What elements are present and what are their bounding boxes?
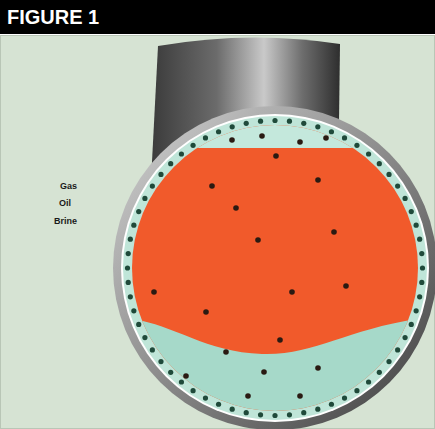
particle-dot xyxy=(354,143,359,148)
particle-dot xyxy=(230,124,235,129)
particle-dot xyxy=(245,393,251,399)
particle-dot xyxy=(366,151,371,156)
particle-dot xyxy=(131,308,136,313)
particle-dot xyxy=(259,133,265,139)
particle-dot xyxy=(151,289,157,295)
particle-dot xyxy=(315,407,320,412)
particle-dot xyxy=(158,359,163,364)
particle-dot xyxy=(216,402,221,407)
layer-label: Gas xyxy=(60,181,77,191)
particle-dot xyxy=(386,359,391,364)
particle-dot xyxy=(216,129,221,134)
particle-dot xyxy=(366,379,371,384)
particle-dot xyxy=(301,121,306,126)
particle-dot xyxy=(287,119,292,124)
particle-dot xyxy=(354,388,359,393)
particle-dot xyxy=(136,322,141,327)
particle-dot xyxy=(402,196,407,201)
particle-dot xyxy=(287,412,292,417)
particle-dot xyxy=(223,349,229,355)
particle-dot xyxy=(203,395,208,400)
particle-dot xyxy=(402,335,407,340)
particle-dot xyxy=(315,177,321,183)
particle-dot xyxy=(150,183,155,188)
particle-dot xyxy=(343,283,349,289)
particle-dot xyxy=(126,280,131,285)
particle-dot xyxy=(244,410,249,415)
particle-dot xyxy=(229,137,235,143)
particle-dot xyxy=(142,335,147,340)
particle-dot xyxy=(168,161,173,166)
particle-dot xyxy=(203,309,209,315)
particle-dot xyxy=(272,413,277,418)
particle-dot xyxy=(419,251,424,256)
particle-dot xyxy=(315,365,321,371)
particle-dot xyxy=(297,393,303,399)
particle-dot xyxy=(230,407,235,412)
particle-dot xyxy=(342,135,347,140)
figure-title: FIGURE 1 xyxy=(0,0,435,34)
particle-dot xyxy=(142,196,147,201)
particle-dot xyxy=(419,280,424,285)
particle-dot xyxy=(190,388,195,393)
particle-dot xyxy=(258,119,263,124)
particle-dot xyxy=(203,135,208,140)
particle-dot xyxy=(255,237,261,243)
particle-dot xyxy=(179,379,184,384)
particle-dot xyxy=(377,370,382,375)
particle-dot xyxy=(158,172,163,177)
particle-dot xyxy=(301,410,306,415)
oil-layer xyxy=(120,110,435,429)
particle-dot xyxy=(289,289,295,295)
particle-dot xyxy=(258,412,263,417)
particle-dot xyxy=(128,294,133,299)
layer-label: Oil xyxy=(59,198,71,208)
particle-dot xyxy=(209,183,215,189)
particle-dot xyxy=(342,395,347,400)
brine-layer xyxy=(120,316,435,429)
particle-dot xyxy=(331,229,337,235)
particle-dot xyxy=(386,172,391,177)
particle-dot xyxy=(125,265,130,270)
particle-dot xyxy=(417,237,422,242)
particle-dot xyxy=(136,209,141,214)
gas-layer xyxy=(120,110,435,148)
particle-dot xyxy=(329,402,334,407)
title-bar: FIGURE 1 xyxy=(0,0,435,34)
particle-dot xyxy=(323,135,329,141)
particle-dot xyxy=(277,337,283,343)
particle-dot xyxy=(128,237,133,242)
particle-dot xyxy=(150,347,155,352)
particle-dot xyxy=(377,161,382,166)
particle-dot xyxy=(190,143,195,148)
particle-dot xyxy=(417,294,422,299)
particle-dot xyxy=(126,251,131,256)
particle-dot xyxy=(414,308,419,313)
particle-dot xyxy=(168,370,173,375)
particle-dot xyxy=(329,129,334,134)
particle-dot xyxy=(131,223,136,228)
layer-label: Brine xyxy=(54,216,77,226)
particle-dot xyxy=(395,347,400,352)
particle-dot xyxy=(244,121,249,126)
particle-dot xyxy=(414,223,419,228)
particle-dot xyxy=(272,118,277,123)
particle-dot xyxy=(409,209,414,214)
particle-dot xyxy=(315,124,320,129)
particle-dot xyxy=(420,265,425,270)
particle-dot xyxy=(233,205,239,211)
particle-dot xyxy=(183,373,189,379)
particle-dot xyxy=(273,153,279,159)
particle-dot xyxy=(409,322,414,327)
particle-dot xyxy=(179,151,184,156)
particle-dot xyxy=(261,369,267,375)
particle-dot xyxy=(395,183,400,188)
particle-dot xyxy=(297,139,303,145)
